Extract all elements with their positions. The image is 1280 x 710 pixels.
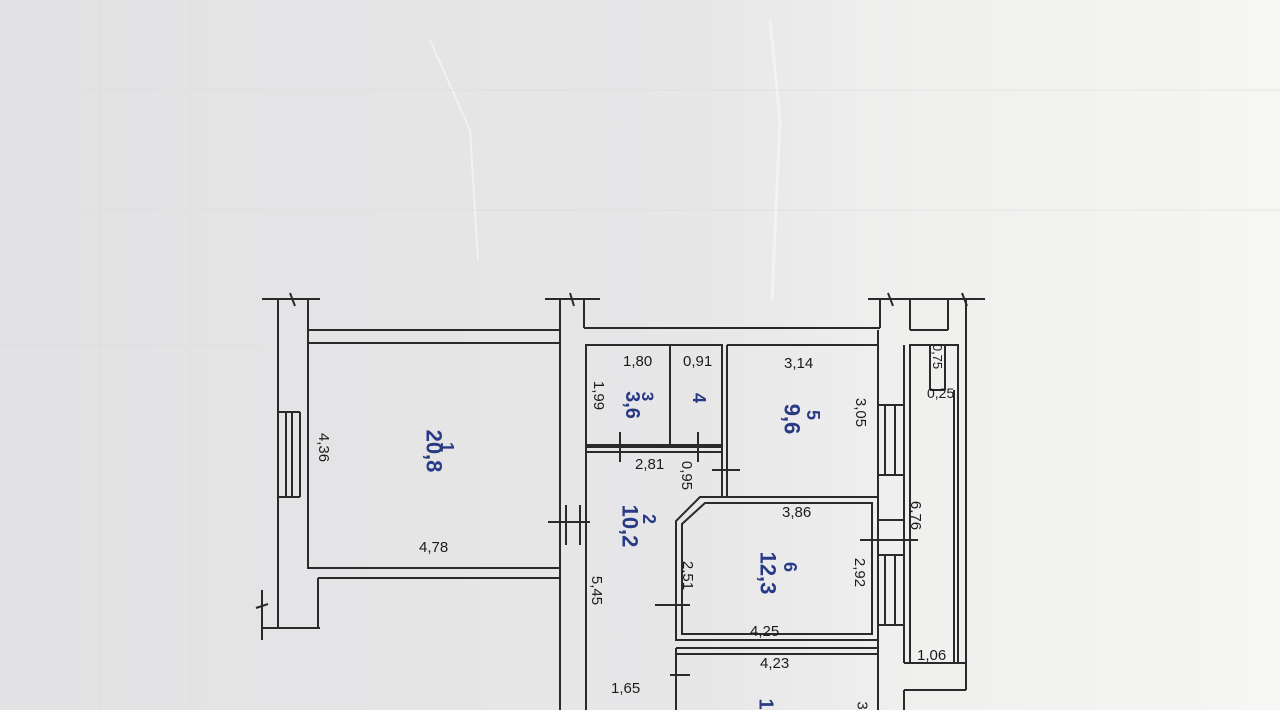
paper-crease (429, 39, 479, 261)
dim-balcony-len: 6,76 (907, 500, 925, 531)
dim-hall-width: 2,81 (635, 456, 665, 473)
paper-crease-2 (768, 19, 782, 301)
dim-balcony-a: 0,75 (930, 343, 946, 370)
dim-r4-top: 0,91 (683, 353, 713, 370)
dim-hall-gap: 0,95 (678, 460, 696, 491)
room-5-number: 5 (803, 409, 824, 421)
room-4-number: 4 (689, 392, 710, 404)
dim-cut-digit: 3 (853, 701, 871, 710)
dim-r6-top: 3,86 (782, 504, 812, 521)
dim-r7-top: 4,23 (760, 655, 790, 672)
dim-r1-side: 4,36 (315, 432, 333, 463)
room-1-area: 20,8 (421, 429, 447, 473)
dim-r3-side: 1,99 (590, 380, 608, 411)
room-6-area: 12,3 (755, 551, 781, 595)
room-2-number: 2 (639, 513, 660, 525)
room-3-area: 3,6 (620, 391, 643, 419)
dim-r5-side: 3,05 (852, 397, 870, 428)
dim-hall-side: 5,45 (588, 575, 606, 606)
dim-r5-top: 3,14 (784, 355, 814, 372)
room-2-area: 10,2 (617, 504, 643, 548)
dim-bottom-left: 1,65 (611, 680, 641, 697)
room-7-number-cut: 1 (754, 698, 777, 710)
dim-r3-top: 1,80 (623, 353, 653, 370)
dim-balcony-b: 0,25 (927, 385, 955, 401)
dim-r6-left: 2,51 (679, 560, 697, 591)
dim-r1-bottom: 4,78 (419, 539, 449, 556)
dim-r6-bottom: 4,25 (750, 623, 780, 640)
wall-lines (255, 292, 985, 710)
room-6-number: 6 (780, 561, 801, 573)
room-5-area: 9,6 (779, 403, 805, 435)
dim-balcony-end: 1,06 (917, 647, 947, 664)
dim-r6-right: 2,92 (851, 557, 869, 588)
